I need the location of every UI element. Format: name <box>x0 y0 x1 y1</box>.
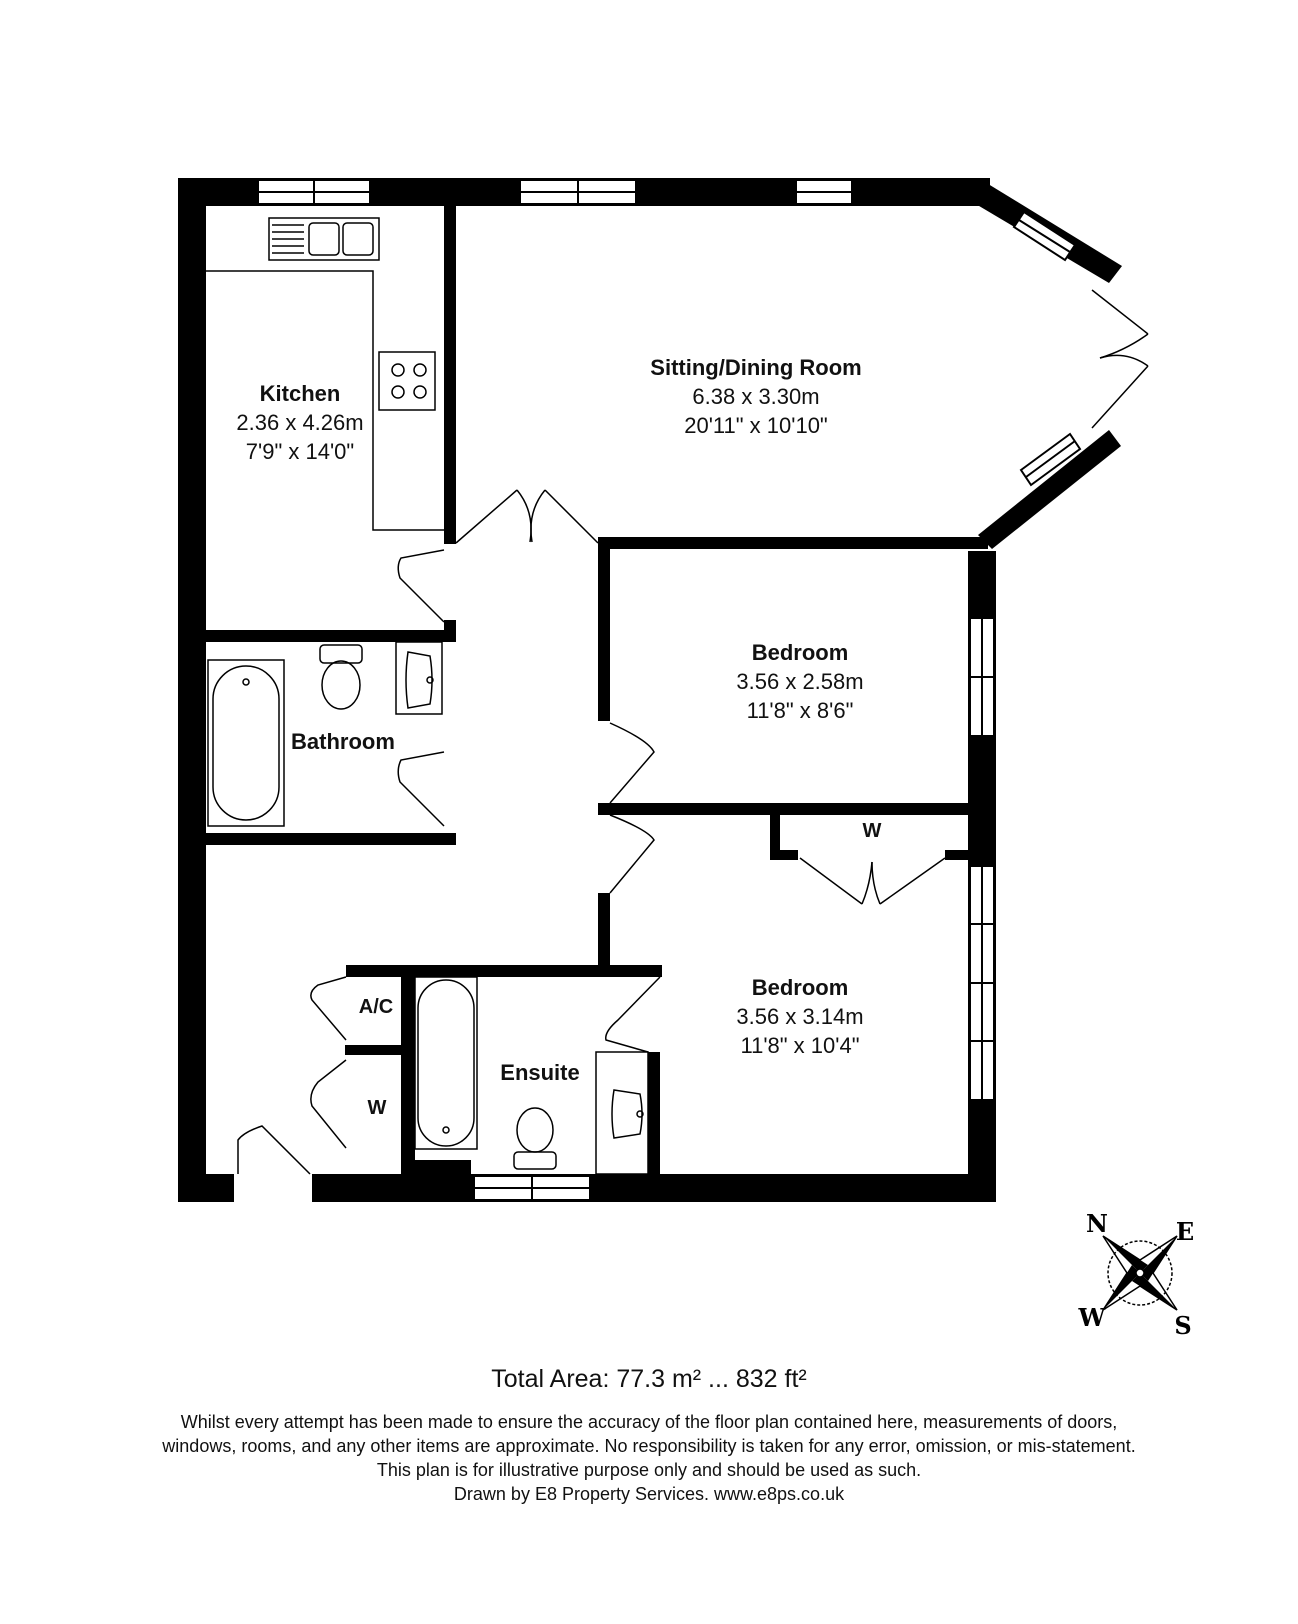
kitchen-name: Kitchen <box>260 381 341 406</box>
disclaimer: Whilst every attempt has been made to en… <box>0 1410 1298 1506</box>
bedroom1-metric: 3.56 x 2.58m <box>736 669 863 694</box>
ensuite-fittings <box>414 976 649 1175</box>
compass-s: S <box>1174 1311 1191 1340</box>
compass-center <box>1135 1268 1145 1278</box>
bedroom2-name: Bedroom <box>752 975 849 1000</box>
compass-needle-se <box>1132 1273 1177 1310</box>
compass-w: W <box>1078 1303 1107 1332</box>
room-labels: Kitchen 2.36 x 4.26m 7'9" x 14'0" Sittin… <box>236 355 881 1119</box>
disclaimer-line-2: windows, rooms, and any other items are … <box>162 1436 1136 1456</box>
compass-needle-ne <box>1140 1236 1177 1281</box>
compass-n: N <box>1086 1209 1108 1238</box>
compass-ring <box>1107 1240 1173 1306</box>
disclaimer-line-3: This plan is for illustrative purpose on… <box>376 1460 922 1480</box>
sitting-name: Sitting/Dining Room <box>650 355 861 380</box>
total-area: Total Area: 77.3 m² ... 832 ft² <box>491 1365 807 1393</box>
bedroom1-name: Bedroom <box>752 640 849 665</box>
compass-needle-sw <box>1103 1265 1140 1310</box>
kitchen-fittings <box>206 217 444 531</box>
doors <box>237 289 1149 1175</box>
bedroom2-imperial: 11'8" x 10'4" <box>740 1033 859 1058</box>
compass-needle-nw <box>1103 1236 1148 1273</box>
sitting-metric: 6.38 x 3.30m <box>692 384 819 409</box>
bedroom2-metric: 3.56 x 3.14m <box>736 1004 863 1029</box>
bathroom-fittings <box>207 641 443 827</box>
disclaimer-line-4: Drawn by E8 Property Services. www.e8ps.… <box>453 1484 845 1504</box>
wardrobe-hall-label: W <box>368 1097 387 1119</box>
bedroom1-imperial: 11'8" x 8'6" <box>747 698 854 723</box>
bathroom-name: Bathroom <box>291 729 395 754</box>
ensuite-name: Ensuite <box>500 1060 579 1085</box>
compass-e: E <box>1176 1217 1194 1246</box>
kitchen-imperial: 7'9" x 14'0" <box>246 439 354 464</box>
interior-walls <box>206 206 988 1174</box>
compass-rose: N E W S <box>1078 1209 1195 1340</box>
compass-needle-outline <box>1102 1235 1178 1311</box>
kitchen-metric: 2.36 x 4.26m <box>236 410 363 435</box>
sitting-imperial: 20'11" x 10'10" <box>684 413 828 438</box>
windows <box>257 179 1082 1201</box>
ac-label: A/C <box>359 996 393 1018</box>
disclaimer-line-1: Whilst every attempt has been made to en… <box>180 1412 1118 1432</box>
floor-plan: Kitchen 2.36 x 4.26m 7'9" x 14'0" Sittin… <box>178 178 1195 1340</box>
wardrobe-bedroom-label: W <box>863 820 882 842</box>
